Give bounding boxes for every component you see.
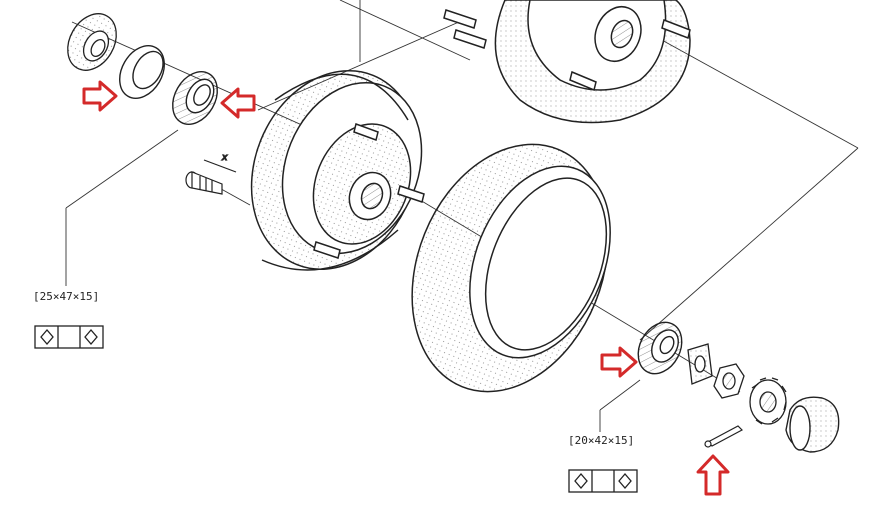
- grease-cap: [785, 396, 840, 453]
- grease-seal: [67, 13, 117, 71]
- castle-lock: [749, 377, 787, 425]
- front-bearing-size-label: [25×47×15]: [33, 290, 99, 303]
- svg-text:x: x: [221, 153, 228, 163]
- brake-drum: [250, 70, 425, 271]
- wheel-stud: x: [185, 152, 237, 195]
- front-bearing-callout: [25×47×15]: [33, 290, 104, 349]
- front-bearing: [172, 71, 218, 125]
- cotter-pin: [704, 425, 743, 448]
- drum-shell: [411, 143, 611, 393]
- hub-nut: [713, 363, 745, 399]
- rear-bearing-callout: [20×42×15]: [568, 434, 638, 493]
- thrust-washer: [687, 343, 713, 385]
- red-arrow-icon: [220, 87, 256, 119]
- red-arrow-icon: [82, 80, 118, 112]
- red-arrow-icon: [600, 346, 638, 378]
- bearing-symbol-icon: [568, 469, 638, 493]
- bearing-symbol-icon: [34, 325, 104, 349]
- rear-bearing-size-label: [20×42×15]: [568, 434, 634, 447]
- red-arrow-icon: [696, 454, 730, 496]
- backing-plate: [443, 0, 691, 124]
- bearing-race: [119, 45, 165, 99]
- rear-bearing: [637, 321, 683, 375]
